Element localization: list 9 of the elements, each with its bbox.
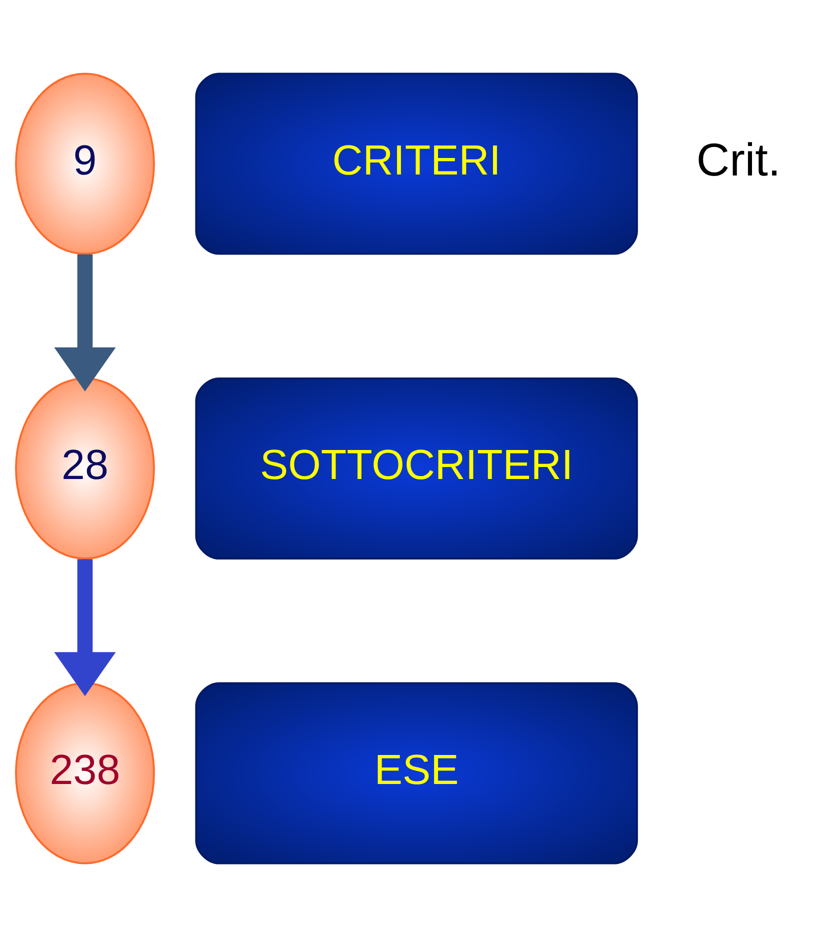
- node-box: ESE: [195, 682, 638, 864]
- arrow: [54, 558, 116, 696]
- node-ellipse: 28: [15, 376, 155, 560]
- arrow: [54, 254, 116, 391]
- node-ellipse: 9: [15, 72, 155, 254]
- node-box: CRITERI: [195, 72, 638, 254]
- node-ellipse: 238: [15, 682, 155, 864]
- label: Crit.: [696, 133, 781, 186]
- node-box: SOTTOCRITERI: [195, 376, 638, 560]
